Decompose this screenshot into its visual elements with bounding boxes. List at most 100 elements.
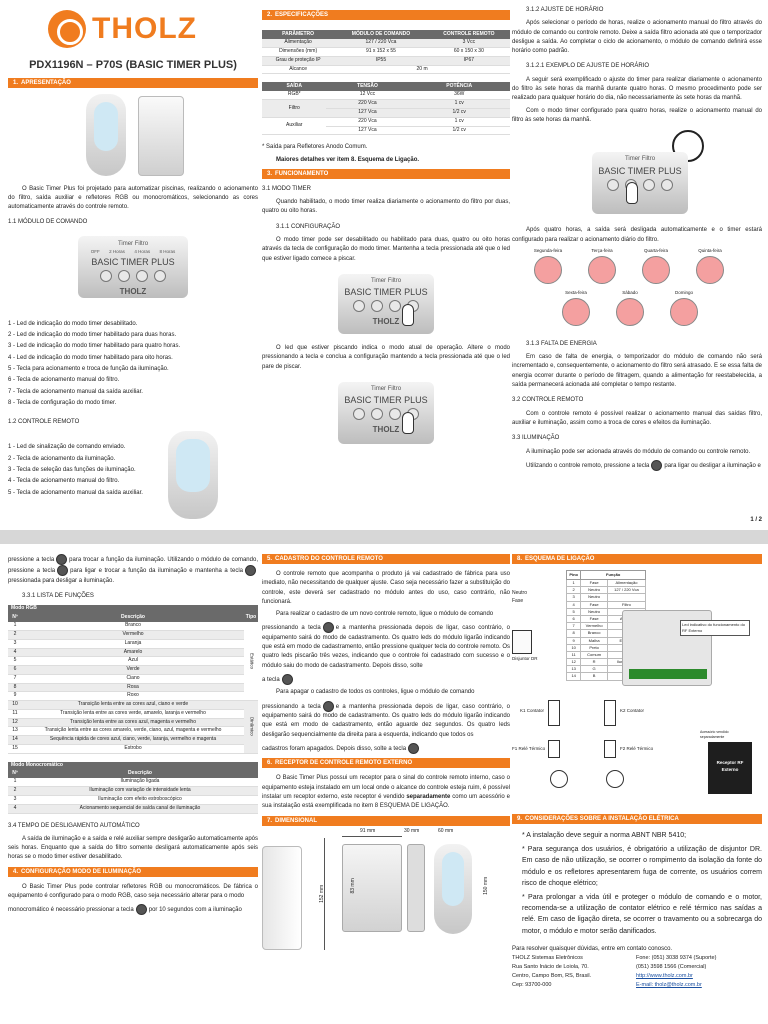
f2-label: F2 Relé Térmico (620, 746, 654, 751)
hand-pointer-icon (402, 303, 414, 326)
filter-key-icon (322, 622, 334, 634)
external-receiver: Receptor RF Externo (708, 742, 752, 794)
column-header: POTÊNCIA (408, 82, 510, 92)
website-link[interactable]: http://www.tholz.com.br (636, 973, 693, 980)
functions-subtitle: 3.3.1 LISTA DE FUNÇÕES (22, 593, 94, 600)
remote-func-subtitle: 3.2 CONTROLE REMOTO (512, 397, 584, 404)
column-header: TENSÃO (326, 82, 409, 92)
remote-control-image (168, 431, 218, 520)
schedule-subtitle: 3.1.2 AJUSTE DE HORÁRIO (526, 7, 604, 13)
page-number: 1 / 2 (750, 517, 762, 523)
accessory-note: Acessório vendido separadamente (700, 730, 729, 740)
day-label: Sexta-feira (565, 289, 587, 295)
rgb-table-title: Modo RGB (8, 605, 258, 614)
table-header: Nº Descrição (8, 769, 258, 779)
section-8-header: 8.ESQUEMA DE LIGAÇÃO (512, 554, 762, 564)
pairing-paragraph: Para realizar o cadastro de um novo cont… (276, 611, 494, 618)
function-type: Estático (244, 622, 258, 702)
relay-f2 (604, 740, 616, 758)
dimension-label: 60 mm (438, 827, 454, 834)
day-dial (534, 255, 562, 284)
panel-led-label: 2 Horas (109, 249, 125, 255)
panel-buttons (338, 408, 434, 424)
install-notes: * A instalação deve seguir a norma ABNT … (512, 830, 762, 937)
remote-section: 1 - Led de sinalização de comando enviad… (8, 431, 258, 521)
page1-column-2: 2.ESPECIFICAÇÕES PARÂMETRO MÓDULO DE COM… (262, 6, 510, 454)
day-label: Quarta-feira (643, 247, 668, 253)
panel-name: BASIC TIMER PLUS (344, 287, 428, 298)
light-mode-paragraph: monocromático é necessário pressionar a … (8, 904, 258, 916)
panel-leds: OFF 2 Horas 4 Horas 8 Horas (78, 249, 188, 256)
remote-items-list: 1 - Led de sinalização de comando enviad… (8, 443, 178, 499)
day-dial (696, 255, 724, 284)
example-paragraph: Após quatro horas, a saída será desligad… (512, 227, 762, 243)
panel-title: Timer Filtro (370, 277, 402, 284)
config-paragraph: O led que estiver piscando indica o modo… (262, 344, 510, 370)
example-paragraph: Com o modo timer configurado para quatro… (512, 107, 762, 123)
panel-button (154, 269, 166, 282)
panel-name: BASIC TIMER PLUS (91, 257, 175, 267)
table-row: Centro, Campo Bom, RS, Brasil.http://www… (512, 972, 762, 981)
day-dial (588, 255, 616, 284)
contactor-k2 (604, 700, 616, 726)
panel-buttons (338, 300, 434, 316)
page-separator (0, 530, 768, 544)
erase-paragraph: Para apagar o cadastro de todos os contr… (276, 689, 475, 696)
install-note: * Para segurança dos usuários, é obrigat… (522, 846, 762, 887)
panel-buttons (78, 269, 188, 286)
panel-title: Timer Filtro (117, 240, 149, 247)
lighting-paragraph: A iluminação pode ser acionada através d… (526, 448, 751, 455)
motor-icon (550, 770, 568, 788)
light-key-icon (135, 904, 147, 916)
pairing-paragraph: O controle remoto que acompanha o produt… (262, 571, 510, 605)
panel-brand: THOLZ (372, 425, 400, 435)
day-label: Quinta-feira (698, 247, 722, 253)
light-key-icon (651, 459, 663, 471)
timer-subtitle: 3.1 MODO TIMER (262, 185, 311, 192)
hand-pointer-icon (402, 411, 414, 434)
panel-brand: THOLZ (119, 287, 147, 297)
list-item: 4 - Led de indicação do modo timer habil… (8, 354, 173, 361)
lighting-subtitle: 3.3 ILUMINAÇÃO (512, 435, 560, 442)
email-link[interactable]: E-mail: tholz@tholz.com.br (636, 982, 702, 989)
manual-page-1: THOLZ PDX1196N – P70S (BASIC TIMER PLUS)… (8, 6, 762, 523)
contact-intro: Para resolver quaisquer dúvidas, entre e… (512, 945, 673, 952)
panel-brand: THOLZ (372, 317, 400, 327)
power-fail-subtitle: 3.1.3 FALTA DE ENERGIA (526, 340, 597, 347)
list-item: 2 - Tecla de acionamento da iluminação. (8, 455, 116, 462)
light-key-icon (57, 565, 69, 577)
day-label: Domingo (674, 289, 693, 295)
light-key-icon (244, 565, 256, 577)
dimension-drawing: 152 mm 91 mm 83 mm 30 mm 60 mm 150 mm (262, 828, 510, 952)
function-key-icon (56, 554, 68, 565)
spec-note-bold: Maiores detalhes ver item 8. Esquema de … (276, 156, 420, 163)
timer-paragraph: Quando habilitado, o modo timer realiza … (262, 199, 510, 215)
config-paragraph: O modo timer pode ser desabilitado ou ha… (262, 237, 510, 262)
column-header: PARÂMETRO (262, 30, 335, 39)
list-item: 5 - Tecla de acionamento manual da saída… (8, 489, 143, 496)
aux-key-icon (408, 742, 420, 754)
remote-control-image (86, 93, 126, 176)
erase-paragraph: cadastros foram apagados. Depois disso, … (262, 742, 510, 754)
config-subtitle: 3.1.1 CONFIGURAÇÃO (276, 223, 341, 230)
day-label: Segunda-feira (533, 247, 563, 253)
